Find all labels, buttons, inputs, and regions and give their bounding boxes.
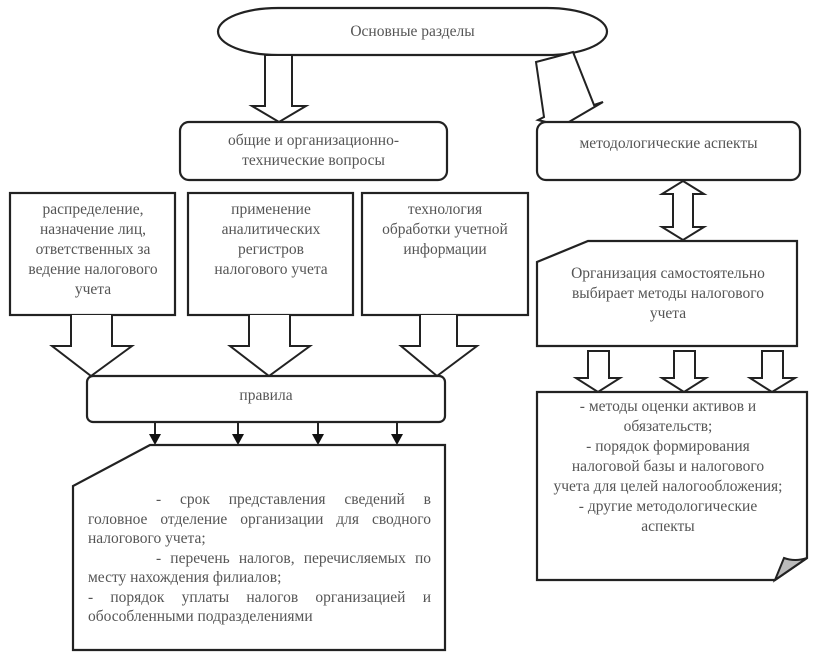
root-node-shape — [216, 6, 609, 57]
rules-list-item: - перечень налогов, перечисляемых по мес… — [88, 549, 431, 587]
item-box-2-label: применение аналитических регистров налог… — [214, 201, 328, 278]
choice-node-shape — [535, 239, 799, 348]
arrow-root-to-methodology — [534, 50, 604, 128]
arrow-choice-to-methods-3 — [746, 350, 799, 394]
rules-node: правила — [87, 376, 445, 416]
root-node-label: Основные разделы — [350, 22, 475, 40]
arrow-item-2-to-rules — [227, 315, 314, 378]
item-box-2: применение аналитических регистров налог… — [200, 200, 342, 300]
arrow-item-3-to-rules — [398, 315, 480, 378]
methods-list-item: - другие методологические аспекты — [578, 498, 758, 535]
item-box-2-shape — [186, 191, 355, 317]
item-box-1-shape — [8, 191, 177, 317]
general-node: общие и организационно-технические вопро… — [190, 122, 437, 180]
rules-node-shape — [85, 374, 447, 424]
choice-node-label: Организация самостоятельно выбирает мето… — [571, 265, 765, 322]
root-node: Основные разделы — [218, 8, 607, 55]
rules-list-shape — [71, 443, 447, 652]
folded-corner-icon — [772, 556, 808, 583]
rules-list-item: - срок представления сведений в головное… — [88, 491, 431, 547]
methods-list-item: - порядок формирования налоговой базы и … — [553, 438, 783, 495]
general-node-label: общие и организационно-технические вопро… — [228, 132, 399, 169]
methods-list: - методы оценки активов и обязательств; … — [552, 397, 784, 557]
item-box-3-shape — [360, 191, 530, 317]
rules-list: - срок представления сведений в головное… — [88, 490, 431, 627]
item-box-3: технология обработки учетной информации — [380, 200, 510, 300]
arrow-item-1-to-rules — [49, 315, 136, 378]
arrow-choice-to-methods-2 — [658, 350, 710, 394]
methodology-node: методологические аспекты — [537, 122, 800, 166]
methodology-node-label: методологические аспекты — [579, 135, 758, 152]
double-arrow-methodology-choice — [658, 179, 708, 242]
methods-list-item: - методы оценки активов и обязательств; — [579, 398, 757, 435]
item-box-1-label: распределение, назначение лиц, ответстве… — [28, 201, 158, 298]
rules-list-item: - порядок уплаты налогов организацией и … — [88, 588, 431, 626]
item-box-3-label: технология обработки учетной информации — [382, 201, 508, 258]
item-box-1: распределение, назначение лиц, ответстве… — [24, 200, 162, 300]
arrow-root-to-general — [248, 54, 310, 124]
arrow-choice-to-methods-1 — [572, 350, 624, 394]
general-node-shape — [178, 120, 449, 182]
rules-connectors — [149, 422, 403, 445]
rules-node-label: правила — [239, 387, 293, 404]
methodology-node-shape — [535, 120, 802, 182]
choice-node: Организация самостоятельно выбирает мето… — [552, 262, 784, 326]
